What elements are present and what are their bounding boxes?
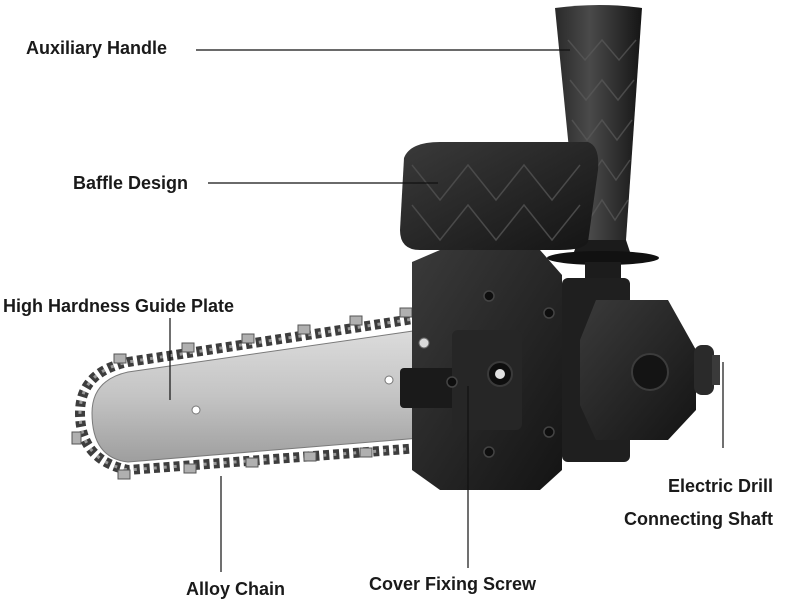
alloy-chain — [71, 307, 421, 480]
drill-connecting-shaft — [562, 278, 720, 462]
callout-drill-line2: Connecting Shaft — [624, 509, 773, 529]
leader-lines — [169, 49, 724, 572]
callout-auxiliary-handle: Auxiliary Handle — [26, 38, 168, 58]
guide-bar — [91, 329, 421, 463]
callout-baffle-design: Baffle Design — [73, 173, 189, 193]
callout-guide-plate: High Hardness Guide Plate — [3, 296, 235, 316]
callout-drill-line1: Electric Drill — [667, 476, 773, 496]
callout-alloy-chain: Alloy Chain — [186, 579, 286, 599]
cover-fixing-screws — [446, 290, 555, 458]
callout-electric-drill-shaft: Electric Drill Connecting Shaft — [624, 470, 773, 536]
callout-cover-fixing-screw: Cover Fixing Screw — [369, 574, 537, 594]
baffle-plate — [400, 142, 599, 262]
main-housing — [400, 250, 562, 490]
